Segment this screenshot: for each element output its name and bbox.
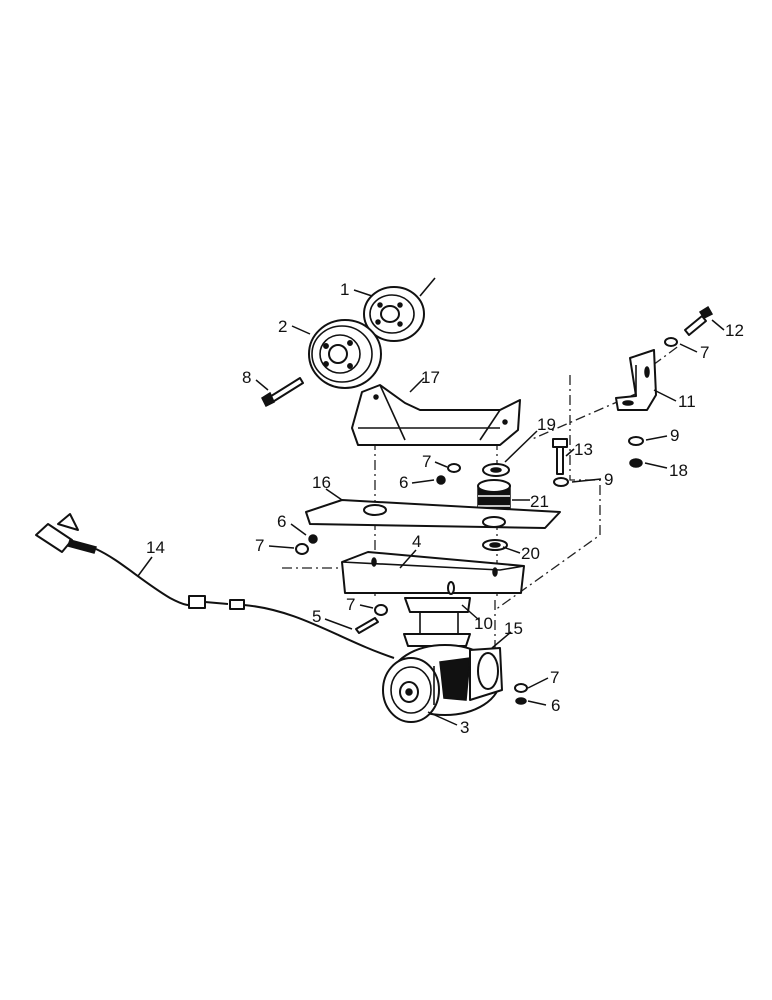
callout-6-left: 6	[277, 512, 286, 531]
small-pulley	[363, 277, 436, 342]
callout-18: 18	[669, 461, 688, 480]
callout-7-mid: 7	[422, 452, 431, 471]
callout-17: 17	[421, 368, 440, 387]
callout-3: 3	[460, 718, 469, 737]
callout-21: 21	[530, 492, 549, 511]
angle-bracket	[615, 349, 657, 411]
large-pulley	[308, 319, 382, 389]
callout-5: 5	[312, 607, 321, 626]
motor-cradle	[351, 384, 521, 446]
bracket-fasteners	[628, 337, 678, 468]
callout-20: 20	[521, 544, 540, 563]
callout-16: 16	[312, 473, 331, 492]
callout-labels: 1 2 3 4 5 6 6 6 7 7 7 7 7 8 9 9 10 11 12…	[146, 280, 744, 737]
callout-15: 15	[504, 619, 523, 638]
pulley-bolt	[261, 377, 304, 408]
callout-7-channel: 7	[346, 595, 355, 614]
callout-4: 4	[412, 532, 421, 551]
callout-7-top: 7	[700, 343, 709, 362]
callout-9-upper: 9	[670, 426, 679, 445]
callout-8: 8	[242, 368, 251, 387]
callout-14: 14	[146, 538, 165, 557]
leader-lines	[137, 289, 725, 726]
callout-2: 2	[278, 317, 287, 336]
motor-fasteners	[514, 683, 528, 705]
callout-13: 13	[574, 440, 593, 459]
callout-19: 19	[537, 415, 556, 434]
callout-7-lower: 7	[550, 668, 559, 687]
cradle-bolt	[552, 438, 569, 487]
left-fasteners	[295, 534, 318, 555]
bracket-bolt	[684, 305, 714, 336]
bracket-bolt-lower	[355, 604, 388, 634]
flat-plate	[305, 499, 561, 529]
power-cable	[35, 513, 395, 659]
callout-11: 11	[678, 392, 696, 411]
callout-12: 12	[725, 321, 744, 340]
callout-6-mid: 6	[399, 473, 408, 492]
callout-6-lower: 6	[551, 696, 560, 715]
callout-10: 10	[474, 614, 493, 633]
motor-bracket	[403, 597, 471, 647]
cradle-washers	[436, 463, 510, 485]
callout-7-left: 7	[255, 536, 264, 555]
channel-bar	[341, 551, 525, 595]
motor	[382, 644, 503, 723]
callout-1: 1	[340, 280, 349, 299]
plate-washer	[482, 539, 508, 551]
callout-9-lower: 9	[604, 470, 613, 489]
